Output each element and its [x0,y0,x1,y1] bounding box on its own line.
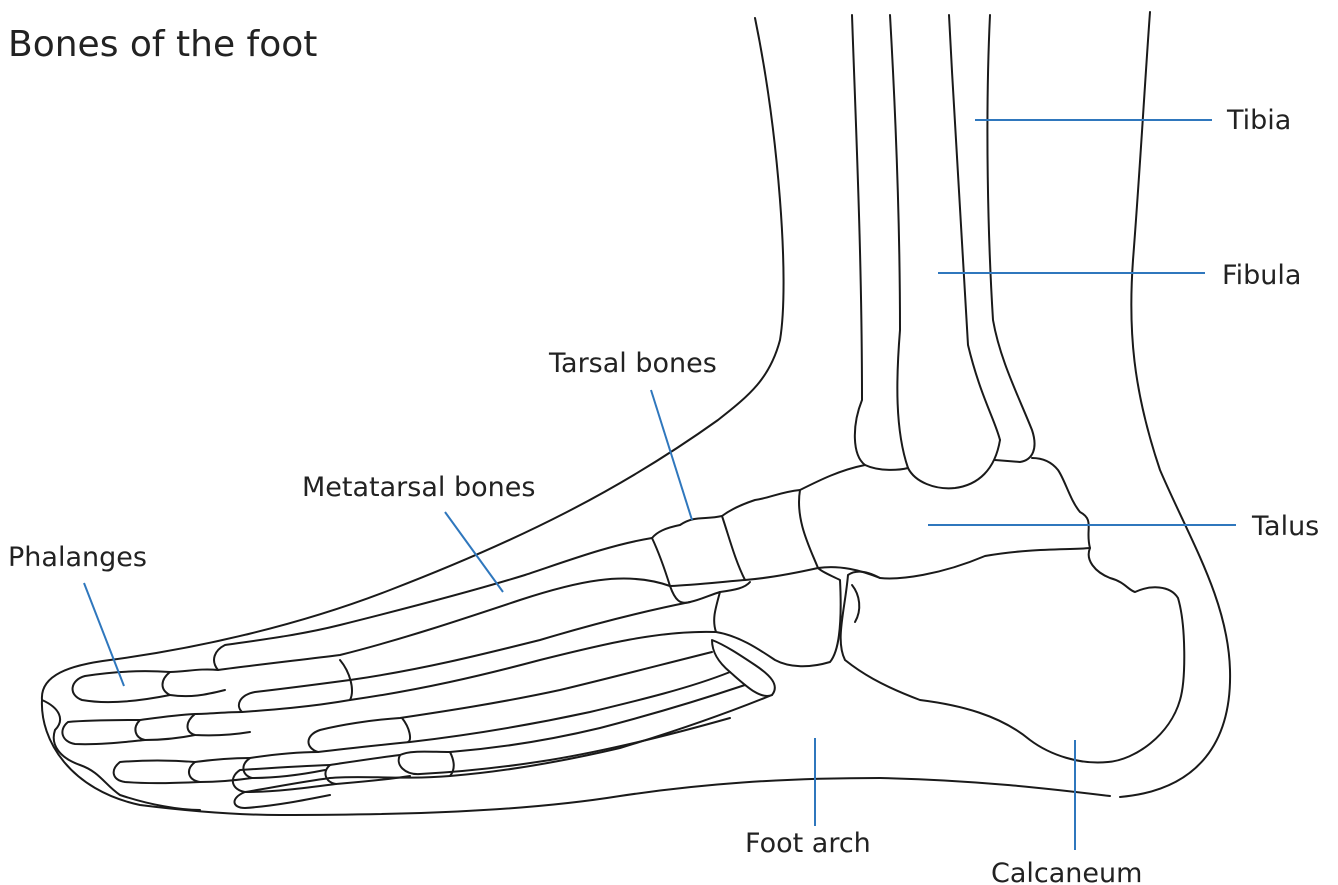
skin-outline [42,12,1230,815]
toe-3-distal [114,761,200,784]
foot-arch-label: Foot arch [745,828,871,859]
tibia-bone [890,15,1000,488]
talus-label: Talus [1251,511,1319,542]
calcaneum-label: Calcaneum [991,858,1142,885]
calcaneum-bone [841,548,1185,763]
metatarsal-1 [214,538,670,670]
medial-cuneiform [652,516,745,586]
skin-back-of-heel [1120,12,1230,797]
tarsal-bones [652,490,859,696]
metatarsal-3 [308,652,730,752]
metatarsal-5 [330,695,772,778]
fibula-label: Fibula [1222,260,1301,291]
metatarsal-2 [239,602,716,712]
big-toe-distal [73,671,170,702]
metatarsal-bones-leader [445,512,503,592]
cuboid-tuberosity [712,640,775,696]
metatarsal-bones-label: Metatarsal bones [302,472,535,503]
tarsal-bones-leader [651,390,692,520]
labels: Tibia Fibula Tarsal bones Metatarsal bon… [8,105,1319,885]
talus-bone [799,458,1090,578]
tibia-left-edge [890,15,908,468]
leader-lines [84,120,1236,850]
navicular-bone [722,490,818,580]
tibia-right-edge [949,15,1000,440]
big-toe-proximal [163,669,226,696]
toe-2-proximal [188,712,251,735]
fibula-right-edge [987,15,1034,462]
toe-5-phalanx [234,778,330,808]
diagram-title: Bones of the foot [8,24,317,65]
phalanges-leader [84,583,124,686]
phalanges-label: Phalanges [8,542,147,573]
toe-2-middle [135,714,195,740]
toe-2-distal [62,720,145,744]
toe-4-proximal [325,755,410,784]
tibia-lower-end [908,440,1000,488]
fibula-bone [852,15,1035,470]
tibia-label: Tibia [1226,105,1291,136]
calcaneum-sulcus [852,585,859,622]
tarsal-bones-label: Tarsal bones [548,348,717,379]
metatarsal-bones [214,538,772,778]
metatarsal-4 [399,685,745,774]
